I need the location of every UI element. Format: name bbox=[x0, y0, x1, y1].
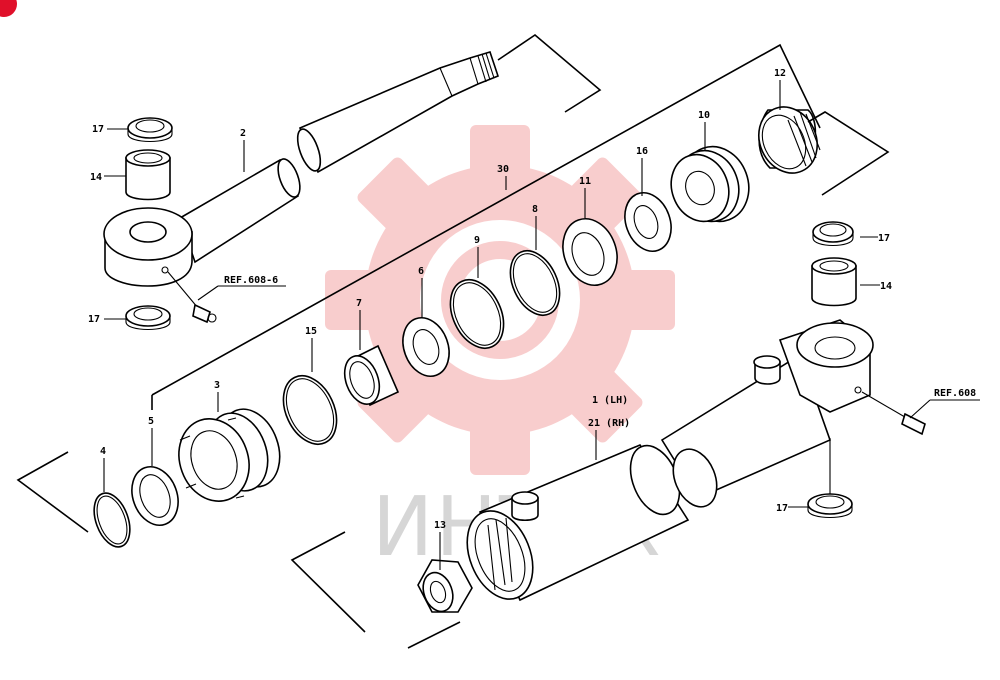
label-part-5: 5 bbox=[148, 416, 154, 427]
label-part-12: 12 bbox=[774, 68, 786, 79]
label-part-16: 16 bbox=[636, 146, 648, 157]
seal-17-top-left bbox=[127, 117, 173, 143]
grease-fitting-right bbox=[861, 391, 926, 436]
seal-17-right-bottom bbox=[807, 493, 853, 519]
label-part-9: 9 bbox=[474, 235, 480, 246]
label-part-11: 11 bbox=[579, 176, 591, 187]
part-15-o-ring bbox=[282, 375, 338, 445]
bushing-14-top-left bbox=[125, 149, 171, 201]
part-15-o-ring-inner bbox=[285, 378, 335, 442]
label-part-15: 15 bbox=[305, 326, 317, 337]
part-9-ring bbox=[449, 279, 505, 349]
label-part-21-rh: 21 (RH) bbox=[588, 418, 630, 429]
part-8-o-ring-inner bbox=[512, 253, 558, 313]
part-7-sleeve bbox=[343, 344, 400, 407]
part-4-snap-ring bbox=[93, 492, 131, 548]
label-part-4: 4 bbox=[100, 446, 106, 457]
bushing-14-right bbox=[811, 257, 857, 307]
label-part-8: 8 bbox=[532, 204, 538, 215]
leader-lines bbox=[103, 80, 980, 570]
cylinder-tube bbox=[466, 444, 690, 602]
cylinder-body bbox=[660, 319, 874, 508]
label-part-17d: 17 bbox=[776, 503, 788, 514]
label-part-13: 13 bbox=[434, 520, 446, 531]
label-part-7: 7 bbox=[356, 298, 362, 309]
rod-bracket-line bbox=[497, 33, 602, 113]
watermark-gear-icon bbox=[325, 125, 675, 475]
label-ref-608-6: REF.608-6 bbox=[224, 275, 278, 286]
part-13-nut bbox=[417, 559, 473, 613]
label-part-17a: 17 bbox=[92, 124, 104, 135]
label-part-30: 30 bbox=[497, 164, 509, 175]
label-part-17b: 17 bbox=[88, 314, 100, 325]
part-11-ring bbox=[562, 218, 618, 286]
part-4-bracket bbox=[16, 451, 89, 533]
corner-badge-icon bbox=[0, 0, 17, 17]
seal-17-right-top bbox=[812, 221, 854, 247]
rod-assembly bbox=[103, 51, 499, 324]
seal-17-lower-left bbox=[125, 305, 171, 331]
label-part-17c: 17 bbox=[878, 233, 890, 244]
part-10-piston bbox=[670, 145, 750, 223]
main-assembly-line bbox=[151, 43, 821, 396]
label-part-14b: 14 bbox=[880, 281, 892, 292]
label-part-10: 10 bbox=[698, 110, 710, 121]
part-12-bracket bbox=[807, 111, 890, 196]
part-12-wear-ring bbox=[758, 106, 821, 174]
label-ref-608: REF.608 bbox=[934, 388, 976, 399]
label-part-2: 2 bbox=[240, 128, 246, 139]
part-9-ring-inner bbox=[452, 282, 502, 346]
part-13-bracket bbox=[290, 531, 366, 633]
label-part-14a: 14 bbox=[90, 172, 102, 183]
part-5-seal bbox=[131, 466, 179, 526]
part-13-bracket-2 bbox=[407, 621, 461, 649]
label-part-3: 3 bbox=[214, 380, 220, 391]
part-6-bushing bbox=[402, 317, 450, 377]
part-16-ring bbox=[624, 192, 672, 252]
label-part-1-lh: 1 (LH) bbox=[592, 395, 628, 406]
label-part-6: 6 bbox=[418, 266, 424, 277]
part-3-gland bbox=[178, 408, 281, 502]
